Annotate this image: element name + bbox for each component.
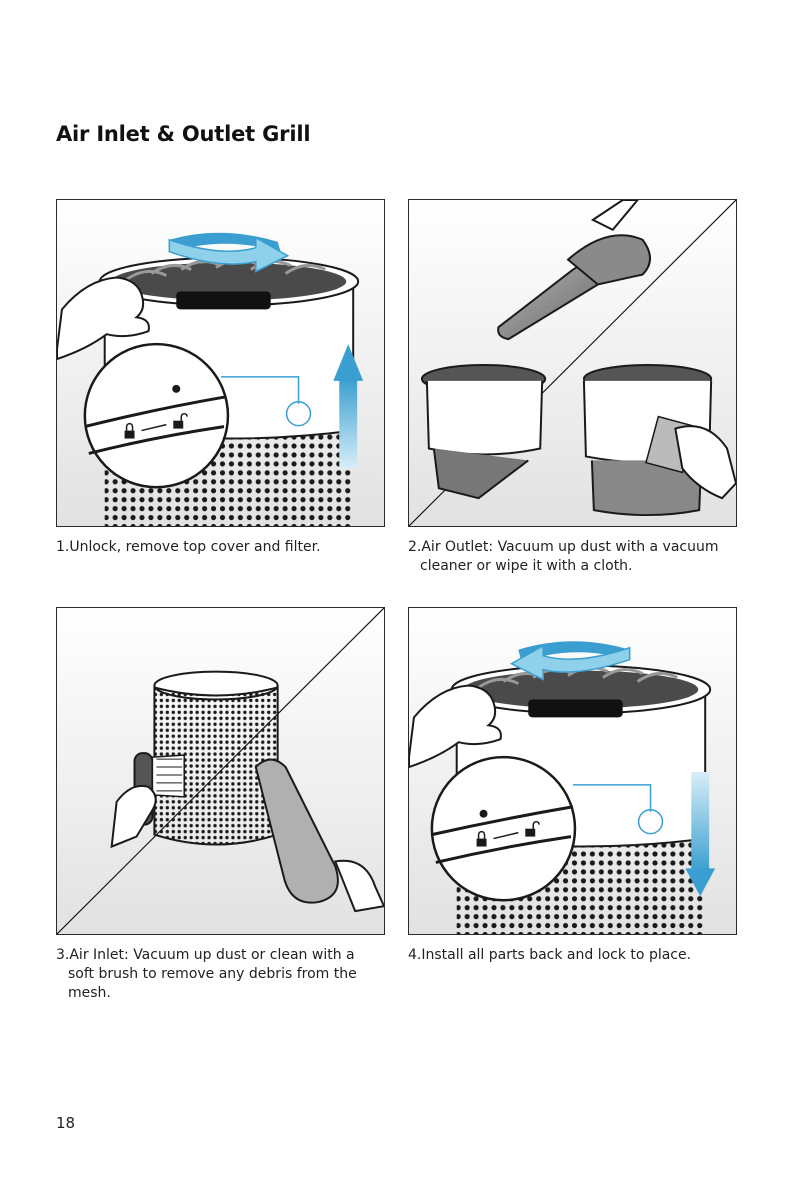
step-2-line-1: 2.Air Outlet: Vacuum up dust with a vacu… — [408, 539, 719, 555]
step-2-illustration — [408, 199, 737, 527]
step-4-illustration — [408, 607, 737, 935]
page-number: 18 — [56, 1114, 75, 1132]
step-1-caption: 1.Unlock, remove top cover and filter. — [56, 538, 396, 557]
step-3-line-2: soft brush to remove any debris from the — [56, 965, 396, 984]
step-4-line-1: 4.Install all parts back and lock to pla… — [408, 947, 691, 963]
step-3-caption: 3.Air Inlet: Vacuum up dust or clean wit… — [56, 946, 396, 1003]
step-1-line-1: 1.Unlock, remove top cover and filter. — [56, 539, 321, 555]
step-2-caption: 2.Air Outlet: Vacuum up dust with a vacu… — [408, 538, 748, 576]
step-4-caption: 4.Install all parts back and lock to pla… — [408, 946, 748, 965]
zoom-circle — [85, 344, 228, 487]
step-1-illustration — [56, 199, 385, 527]
step-3-illustration — [56, 607, 385, 935]
step-3-line-1: 3.Air Inlet: Vacuum up dust or clean wit… — [56, 947, 355, 963]
step-2-line-2: cleaner or wipe it with a cloth. — [408, 557, 748, 576]
page-title: Air Inlet & Outlet Grill — [56, 122, 310, 146]
step-3-line-3: mesh. — [56, 984, 396, 1003]
